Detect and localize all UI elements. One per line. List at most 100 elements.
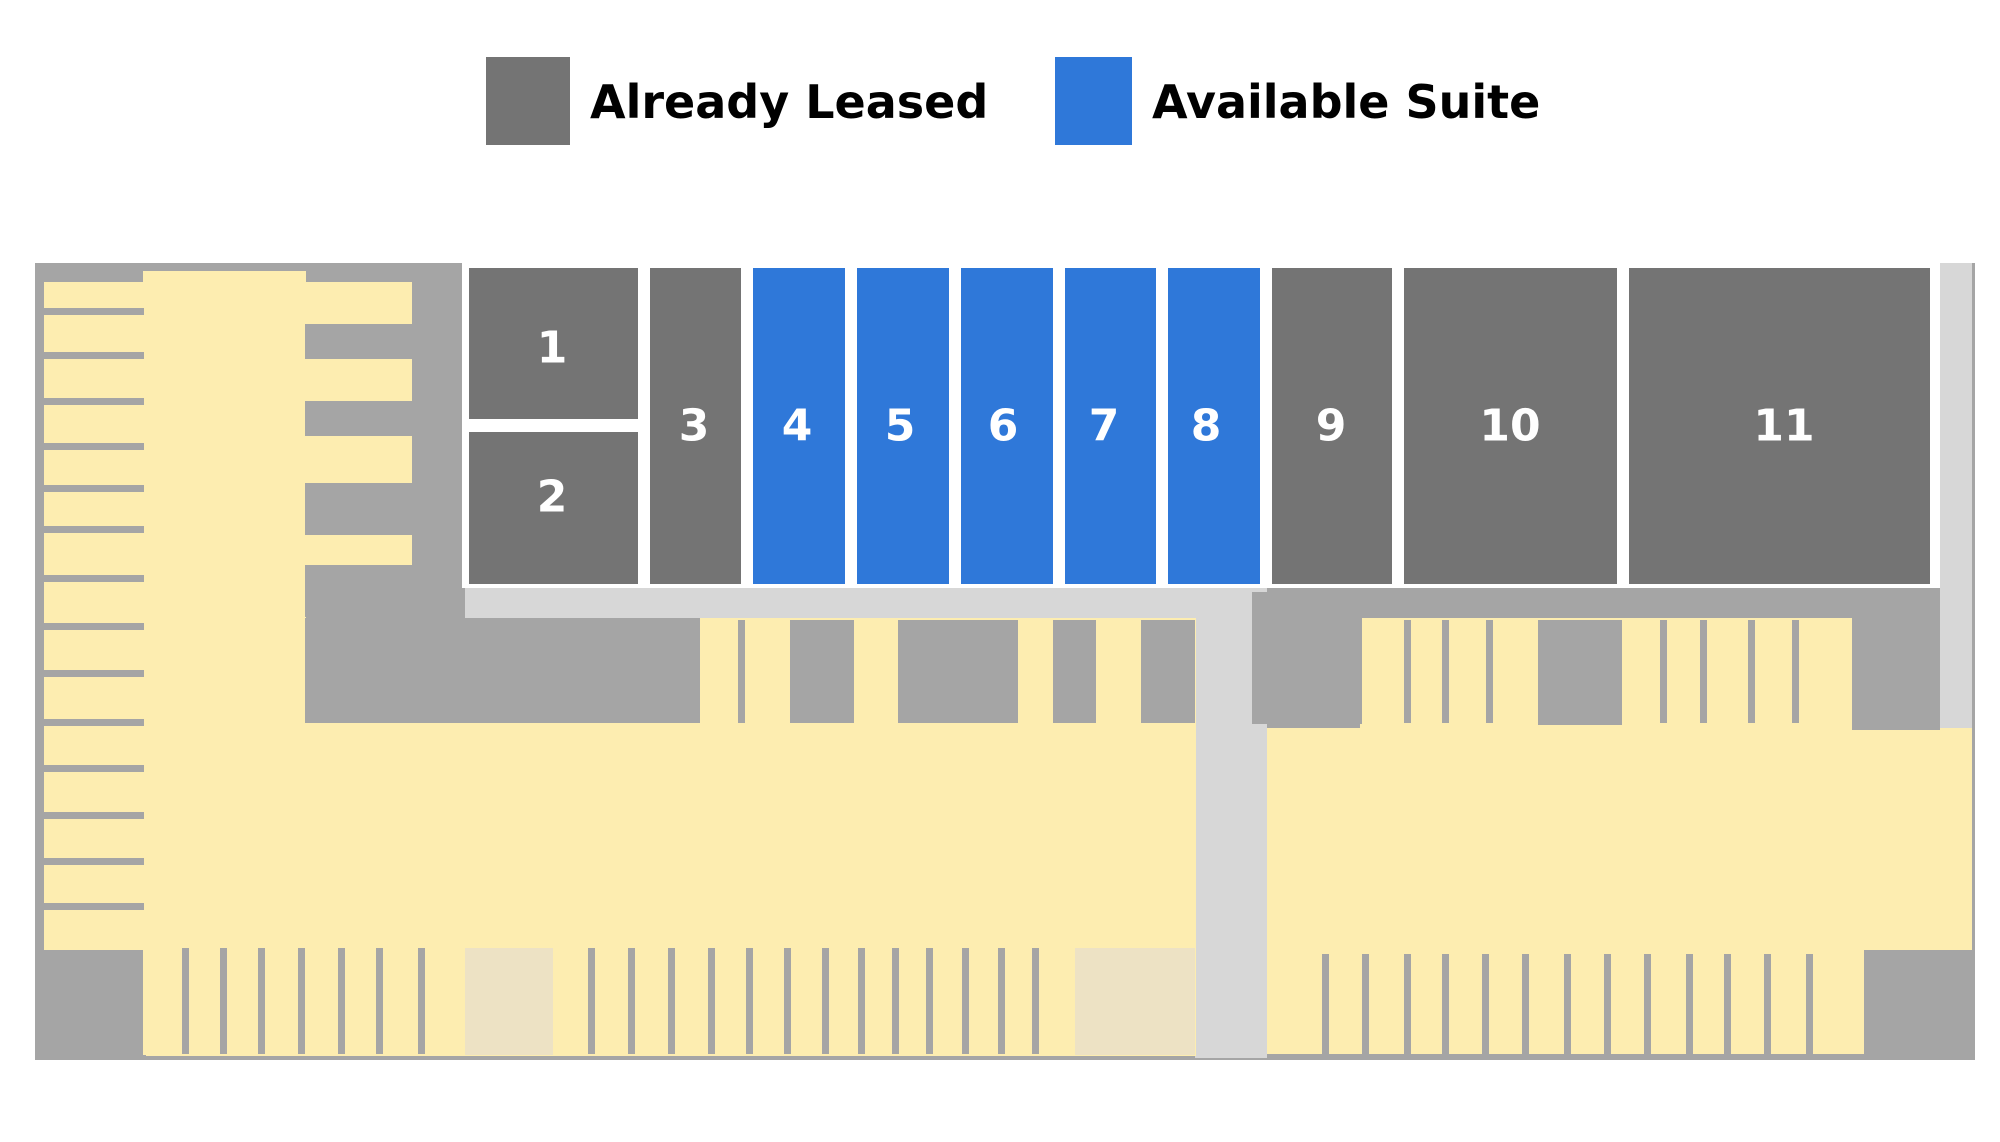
parking-stripe (1404, 620, 1411, 723)
suite-6-label: 6 (988, 401, 1019, 452)
suite-7[interactable] (1065, 268, 1156, 584)
legend-swatch-leased (486, 57, 570, 145)
suite-1-label: 1 (537, 323, 568, 374)
parking-stripe (1700, 620, 1707, 723)
island (305, 401, 413, 436)
suite-7-label: 7 (1089, 401, 1120, 452)
island (305, 483, 413, 535)
parking-stripe (1522, 954, 1529, 1054)
parking-stripe (784, 948, 791, 1054)
parking-stripe (44, 670, 144, 677)
parking-stripe (44, 575, 144, 582)
island (1852, 592, 1940, 730)
parking-stripe (44, 308, 144, 315)
parking-stripe (1748, 620, 1755, 723)
suite-9[interactable] (1272, 268, 1392, 584)
parking-stripe (1442, 620, 1449, 723)
suite-3[interactable] (650, 268, 741, 584)
parking-stripe (44, 526, 144, 533)
parking-stripe (1032, 948, 1039, 1054)
walkway-east (1940, 263, 1972, 730)
suite-11-label: 11 (1753, 401, 1814, 452)
parking-stripe (1806, 954, 1813, 1054)
suite-8-label: 8 (1191, 401, 1222, 452)
legend-label-leased: Already Leased (590, 75, 989, 129)
parking-stripe (44, 765, 144, 772)
island (1053, 620, 1096, 723)
parking-stripe (298, 948, 305, 1054)
parking-stripe (1644, 954, 1651, 1054)
island-southeast-corner (1864, 950, 1974, 1060)
suite-4[interactable] (753, 268, 845, 584)
parking-stripes (44, 308, 1813, 1054)
parking-stripe (1686, 954, 1693, 1054)
island-southwest-corner (35, 950, 143, 1060)
parking-stripe (1764, 954, 1771, 1054)
parking-stripe (44, 812, 144, 819)
parking-stripe (738, 620, 745, 723)
island (790, 620, 854, 723)
parking-stripe (182, 948, 189, 1054)
parking-stripe (892, 948, 899, 1054)
parking-stripe (44, 443, 144, 450)
island (1538, 620, 1622, 725)
parking-stripe (708, 948, 715, 1054)
parking-stripe (338, 948, 345, 1054)
parking-stripe (44, 903, 144, 910)
island-front-row-east (1252, 592, 1362, 724)
gray-islands (35, 324, 1974, 1060)
parking-stripe (858, 948, 865, 1054)
suite-6[interactable] (961, 268, 1053, 584)
parking-stripe (44, 485, 144, 492)
parking-stripe (1724, 954, 1731, 1054)
parking-stripe (44, 858, 144, 865)
parking-stripe (1564, 954, 1571, 1054)
parking-stripe (588, 948, 595, 1054)
island-front-row-west (305, 618, 700, 723)
parking-stripe (44, 623, 144, 630)
parking-stripe (44, 398, 144, 405)
island (305, 565, 413, 617)
suite-2-label: 2 (537, 472, 568, 523)
parking-south-east (1267, 728, 1972, 950)
suite-8[interactable] (1168, 268, 1260, 584)
parking-stripe (822, 948, 829, 1054)
unstriped-bay (1075, 948, 1195, 1055)
walkway-horizontal (465, 588, 1250, 618)
suite-10[interactable] (1404, 268, 1617, 584)
parking-stripe (998, 948, 1005, 1054)
suite-10-label: 10 (1479, 401, 1540, 452)
suite-5[interactable] (857, 268, 949, 584)
suite-2[interactable] (469, 432, 638, 584)
parking-stripe (220, 948, 227, 1054)
parking-stripe (1792, 620, 1799, 723)
island (305, 324, 413, 359)
suite-3-label: 3 (679, 401, 710, 452)
parking-stripe (1660, 620, 1667, 723)
parking-stripe (628, 948, 635, 1054)
parking-stripe (258, 948, 265, 1054)
legend-label-available: Available Suite (1152, 75, 1541, 129)
suite-4-label: 4 (782, 401, 813, 452)
suite-5-label: 5 (885, 401, 916, 452)
suite-1[interactable] (469, 268, 638, 419)
legend-swatch-available (1055, 57, 1132, 145)
parking-stripe (1442, 954, 1449, 1054)
suite-11[interactable] (1629, 268, 1930, 584)
unstriped-bay (465, 948, 553, 1055)
parking-stripe (418, 948, 425, 1054)
parking-stripe (1322, 954, 1329, 1054)
parking-stripe (1482, 954, 1489, 1054)
parking-stripe (746, 948, 753, 1054)
parking-stripe (44, 352, 144, 359)
parking-stripe (1604, 954, 1611, 1054)
parking-stripe (1404, 954, 1411, 1054)
parking-stripe (44, 719, 144, 726)
parking-stripe (962, 948, 969, 1054)
island (898, 620, 1018, 723)
parking-stripe (1362, 954, 1369, 1054)
island (1141, 620, 1195, 723)
parking-stripe (1486, 620, 1493, 723)
